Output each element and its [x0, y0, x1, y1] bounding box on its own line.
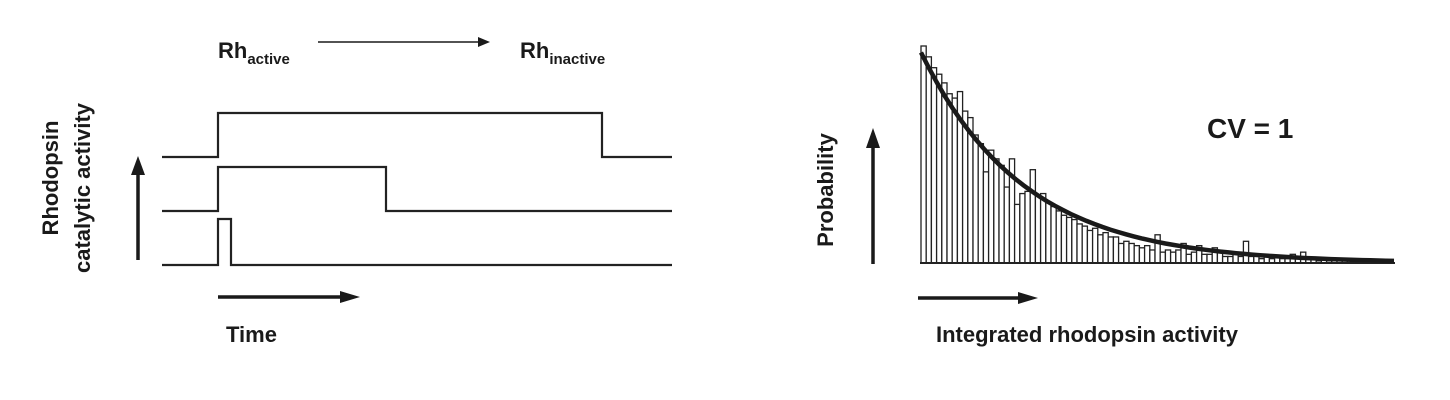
histogram-bar: [1185, 253, 1193, 264]
histogram-bar: [1029, 169, 1037, 264]
histogram-bar: [993, 158, 1000, 264]
histogram-bar: [1107, 236, 1115, 264]
histogram-bar: [1102, 231, 1109, 264]
histogram-bar: [1081, 225, 1089, 264]
histogram-bar: [930, 67, 938, 264]
histogram-bar: [1112, 236, 1120, 264]
histogram-bar: [998, 164, 1005, 264]
histogram-bar: [972, 134, 979, 264]
histogram-bar: [1117, 242, 1125, 264]
histogram-bar: [1138, 247, 1146, 264]
histogram-bar: [1065, 216, 1073, 264]
left-panel: Rhactive Rhinactive Rhodopsin catalytic …: [38, 37, 672, 347]
histogram-bar: [967, 116, 974, 264]
histogram-bar: [1154, 234, 1161, 264]
histogram-bar: [951, 97, 959, 264]
prob-arrow-head: [866, 128, 880, 148]
histogram-bar: [977, 142, 985, 264]
histogram-bar: [1034, 195, 1042, 264]
histogram-bar: [1097, 234, 1104, 264]
histogram-bar: [1003, 186, 1011, 264]
histogram-bar: [1128, 242, 1135, 264]
histogram-bar: [1045, 201, 1052, 264]
trace-long: [162, 111, 672, 159]
histogram-bar: [1206, 253, 1213, 264]
histogram-bar: [1133, 244, 1141, 264]
histogram-bar: [1143, 244, 1151, 264]
integrated-activity-label: Integrated rhodopsin activity: [936, 322, 1239, 347]
y-axis-arrow-head: [131, 156, 145, 175]
histogram-bar: [961, 110, 969, 264]
histogram-bar: [1076, 223, 1083, 264]
trace-medium: [162, 165, 672, 213]
histogram-bar: [1123, 240, 1130, 264]
histogram-bar: [1159, 251, 1167, 264]
histogram-bar: [1201, 253, 1208, 264]
right-panel: Probability CV = 1 Integrated rhodopsin …: [813, 45, 1395, 347]
time-arrow-head: [340, 291, 360, 303]
y-axis-label-line2: catalytic activity: [70, 102, 95, 273]
histogram-bar: [946, 93, 953, 264]
histogram-bar: [941, 82, 948, 264]
histogram-bar: [1091, 227, 1099, 264]
x-arrow-head: [1018, 292, 1038, 304]
histogram-bar: [1086, 229, 1094, 264]
histogram-bar: [1190, 251, 1198, 264]
rh-active-label: Rhactive: [218, 38, 290, 68]
histogram-bar: [935, 73, 943, 264]
histogram-bar: [1164, 249, 1172, 264]
trace-short: [162, 217, 672, 267]
histogram-bar: [1149, 249, 1156, 264]
rh-inactive-label: Rhinactive: [520, 38, 605, 68]
histogram-bar: [1071, 218, 1078, 264]
histogram-bar: [1019, 192, 1026, 264]
histogram-bar: [1175, 249, 1182, 264]
probability-label: Probability: [813, 132, 838, 246]
y-axis-label-line1: Rhodopsin: [38, 121, 63, 236]
exponential-fit-curve: [918, 51, 1395, 264]
histogram-bar: [1013, 203, 1021, 264]
histogram-bar: [987, 149, 995, 264]
histogram-bar: [1055, 210, 1063, 264]
histogram-bar: [920, 45, 927, 264]
histogram-bar: [1039, 192, 1047, 264]
histogram-bar: [1169, 251, 1177, 264]
histogram-bar: [1050, 205, 1057, 264]
transition-arrow-head: [478, 37, 490, 47]
histogram-bar: [982, 171, 990, 264]
histogram-bar: [1060, 214, 1068, 264]
cv-annotation: CV = 1: [1207, 113, 1293, 144]
histogram-bar: [925, 56, 933, 264]
histogram-bar: [1024, 190, 1031, 264]
time-label: Time: [226, 322, 277, 347]
